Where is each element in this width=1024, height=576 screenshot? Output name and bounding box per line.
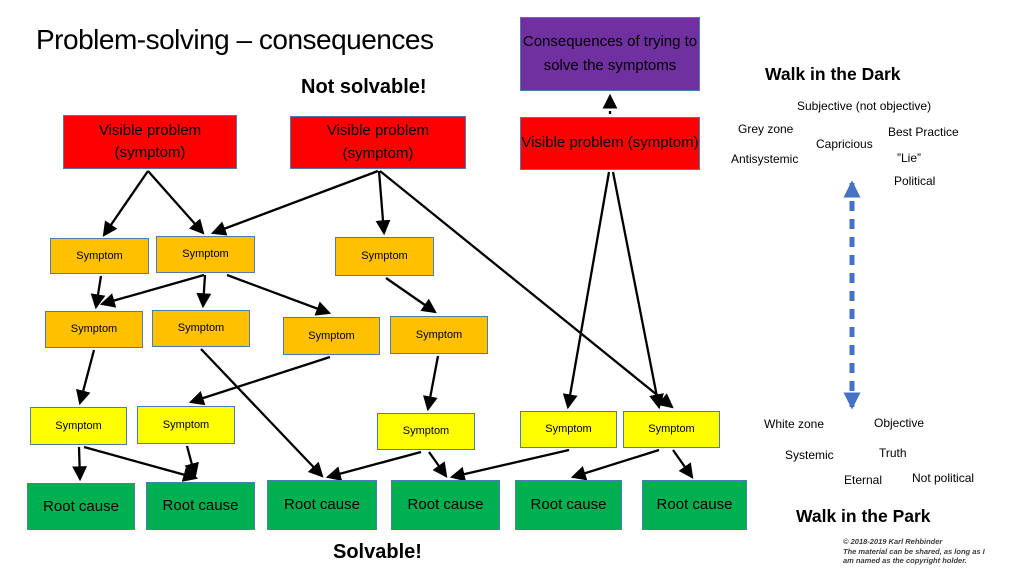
- dark-item-lie: ”Lie”: [897, 151, 922, 165]
- arrow-red3-y5: [611, 171, 664, 410]
- symptom-box-y4: Symptom: [520, 411, 617, 448]
- copyright-line-3: am named as the copyright holder.: [843, 556, 967, 565]
- symptom-box-a3: Symptom: [335, 237, 434, 276]
- symptom-box-b3: Symptom: [283, 317, 380, 355]
- park-item-truth: Truth: [879, 446, 907, 460]
- symptom-box-a2: Symptom: [156, 236, 255, 273]
- visible-problem-box-2: Visible problem (symptom): [290, 116, 466, 169]
- root-cause-box-1: Root cause: [27, 483, 135, 530]
- park-item-objective: Objective: [874, 416, 925, 430]
- symptom-box-b4: Symptom: [390, 316, 488, 354]
- root-cause-box-5: Root cause: [515, 480, 622, 530]
- arrow-red2-a3: [375, 170, 391, 236]
- symptom-box-b1: Symptom: [45, 311, 143, 348]
- arrow-a2-b1: [99, 273, 205, 308]
- root-cause-box-3: Root cause: [267, 480, 377, 530]
- arrow-y4-g4: [449, 448, 570, 482]
- visible-problem-box-1: Visible problem (symptom): [63, 115, 237, 169]
- symptom-box-y3: Symptom: [377, 413, 475, 450]
- arrow-y1-g1: [72, 446, 88, 482]
- arrow-a3-b4: [385, 277, 437, 314]
- dark-item-capricious: Capricious: [816, 137, 873, 151]
- arrow-red1-a1: [102, 170, 149, 237]
- solvable-label: Solvable!: [333, 541, 422, 563]
- symptom-box-a1: Symptom: [50, 238, 149, 274]
- symptom-box-b2: Symptom: [152, 310, 250, 347]
- arrow-y2-g2: [184, 445, 199, 479]
- symptom-box-y1: Symptom: [30, 407, 127, 445]
- arrow-red2-a2: [210, 169, 379, 236]
- arrow-b1-y1: [76, 349, 96, 406]
- symptom-box-y5: Symptom: [623, 411, 720, 448]
- arrow-y1-g2: [83, 445, 199, 482]
- dark-item-political: Political: [894, 174, 936, 188]
- walk-in-the-park-title: Walk in the Park: [796, 506, 931, 526]
- arrow-a2-b2: [196, 274, 212, 309]
- visible-problem-box-3: Visible problem (symptom): [520, 117, 700, 170]
- arrow-a1-b1: [90, 275, 106, 310]
- arrow-red3-y4: [562, 171, 611, 410]
- root-cause-box-4: Root cause: [391, 480, 500, 530]
- arrow-b4-y3: [423, 355, 440, 412]
- root-cause-box-6: Root cause: [642, 480, 747, 530]
- arrow-b3-y2: [188, 355, 331, 406]
- consequences-box: Consequences of trying to solve the symp…: [520, 17, 700, 91]
- symptom-box-y2: Symptom: [137, 406, 235, 444]
- slide-title: Problem-solving – consequences: [36, 24, 434, 55]
- not-solvable-label: Not solvable!: [301, 76, 427, 98]
- copyright-notice: © 2018-2019 Karl Rehbinder The material …: [843, 537, 985, 566]
- arrow-y5-g5: [570, 448, 660, 481]
- root-cause-box-2: Root cause: [146, 482, 255, 530]
- arrow-y5-g6: [672, 449, 694, 479]
- arrow-red2-y5: [379, 170, 674, 409]
- park-item-eternal: Eternal: [844, 473, 883, 487]
- dark-item-best-practice: Best Practice: [888, 125, 959, 139]
- walk-in-the-dark-title: Walk in the Dark: [765, 64, 901, 84]
- dark-item-antisystemic: Antisystemic: [731, 152, 799, 166]
- dark-item-subjective: Subjective (not objective): [797, 99, 932, 113]
- copyright-line-1: © 2018-2019 Karl Rehbinder: [843, 537, 943, 546]
- arrow-a2-b3: [226, 273, 332, 316]
- dark-item-grey-zone: Grey zone: [738, 122, 794, 136]
- park-item-not-political: Not political: [912, 471, 975, 485]
- arrow-red1-a2: [147, 170, 205, 235]
- park-item-systemic: Systemic: [785, 448, 834, 462]
- copyright-line-2: The material can be shared, as long as I: [843, 546, 985, 556]
- park-item-white-zone: White zone: [764, 417, 825, 431]
- arrow-y3-g3: [325, 450, 422, 481]
- arrow-y3-g4: [428, 451, 448, 478]
